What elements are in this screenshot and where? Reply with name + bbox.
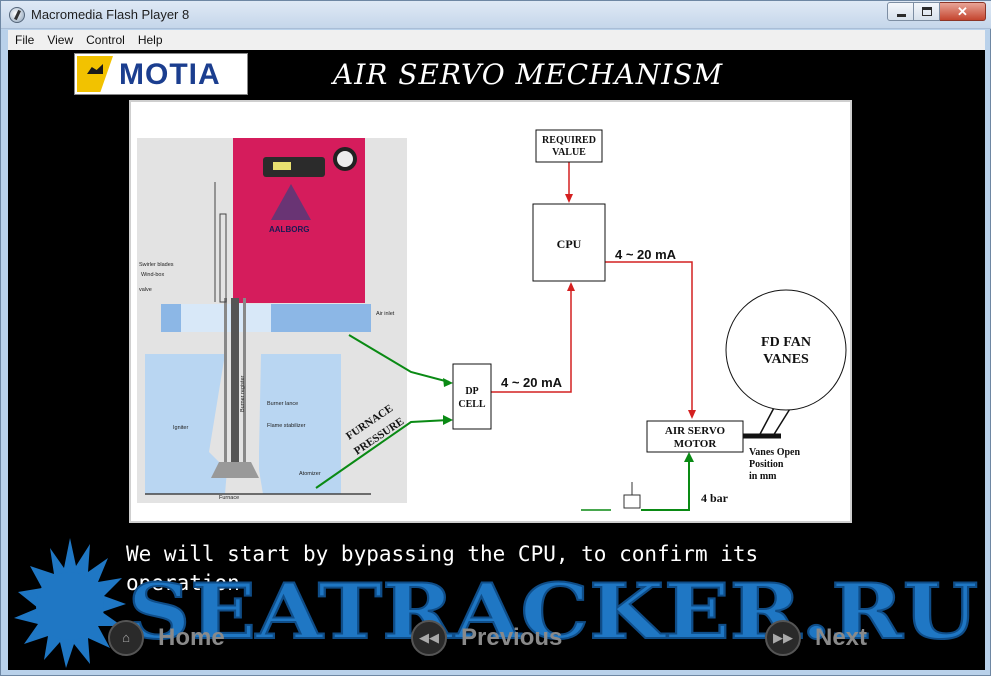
menu-control[interactable]: Control (86, 33, 125, 47)
cpu-label: CPU (557, 237, 582, 251)
previous-button[interactable]: ◀◀ Previous (411, 620, 562, 656)
fd-fan-vanes-label-1: FD FAN (761, 335, 811, 350)
diagram-svg: AALBORG Swirler blades Wind-box valve A (137, 129, 847, 511)
cpu-box (532, 203, 606, 282)
required-value-label-1: REQUIRED (542, 135, 596, 146)
vanes-open-label-3: in mm (749, 471, 777, 482)
rewind-icon: ◀◀ (411, 620, 447, 656)
label-valve: valve (139, 287, 152, 293)
dp-cell-box (452, 363, 492, 430)
dp-signal-line (491, 286, 572, 393)
dp-cell-label-2: CELL (458, 399, 486, 410)
furnace-right (259, 354, 341, 494)
cpu-output-line (605, 261, 693, 414)
window-title: Macromedia Flash Player 8 (31, 7, 190, 22)
next-label: Next (815, 624, 868, 651)
air-supply-label: 4 bar (701, 491, 729, 505)
sensing-line-windbox (348, 334, 450, 383)
burner-brand-label: AALBORG (269, 225, 309, 234)
dp-cell-label-1: DP (465, 386, 478, 397)
burner-tip (211, 462, 259, 478)
menu-view[interactable]: View (47, 33, 74, 47)
air-servo-motor-label-1: AIR SERVO (665, 425, 726, 437)
label-burner-register: Burner register (240, 375, 246, 412)
close-button[interactable]: ✕ (940, 2, 986, 21)
minimize-button[interactable] (887, 2, 914, 21)
air-servo-motor-box (646, 420, 744, 453)
motia-logo-mark-icon (77, 56, 113, 92)
air-servo-motor-label-2: MOTOR (674, 438, 718, 450)
slide-title: AIR SERVO MECHANISM (333, 58, 724, 91)
sensing-line-furnace (315, 419, 450, 489)
menu-help[interactable]: Help (137, 33, 163, 47)
fast-forward-icon: ▶▶ (765, 620, 801, 656)
label-windbox: Wind-box (141, 272, 164, 278)
air-servo-diagram: AALBORG Swirler blades Wind-box valve A (129, 100, 852, 523)
label-igniter: Igniter (173, 425, 188, 431)
vanes-open-label-2: Position (749, 459, 784, 470)
seatracker-watermark: SEATRACKER.RU (14, 538, 979, 668)
label-air-inlet: Air inlet (376, 311, 395, 317)
flash-stage[interactable]: MOTIA AIR SERVO MECHANISM AALBORG (8, 50, 985, 670)
next-button[interactable]: ▶▶ Next (765, 620, 867, 656)
vanes-open-label-1: Vanes Open (749, 447, 800, 458)
minimize-icon (897, 14, 906, 17)
sunburst-icon (14, 538, 126, 668)
aalborg-logo-mark (271, 184, 311, 220)
fd-fan-vanes-label-2: VANES (763, 352, 809, 367)
pressure-regulator-icon (623, 494, 641, 509)
watermark-text: SEATRACKER.RU (128, 567, 978, 656)
logo-text: MOTIA (119, 58, 221, 91)
home-label: Home (158, 624, 225, 651)
dp-signal-label: 4 ~ 20 mA (501, 375, 563, 390)
furnace-left (145, 354, 227, 494)
label-furnace: Furnace (219, 495, 239, 501)
fd-fan-vanes-circle (725, 289, 847, 411)
title-bar[interactable]: Macromedia Flash Player 8 ✕ (1, 1, 991, 29)
required-value-box (535, 129, 603, 163)
burner-illustration: AALBORG Swirler blades Wind-box valve A (137, 138, 407, 503)
cpu-output-signal-label: 4 ~ 20 mA (615, 247, 677, 262)
previous-label: Previous (461, 624, 563, 651)
maximize-button[interactable] (914, 2, 940, 21)
maximize-icon (922, 7, 932, 16)
air-supply-line (641, 454, 690, 511)
label-flame-stabilizer: Flame stabilizer (267, 423, 306, 429)
burner-display (263, 157, 325, 177)
menu-file[interactable]: File (15, 33, 35, 47)
label-atomizer: Atomizer (299, 471, 321, 477)
home-icon: ⌂ (108, 620, 144, 656)
close-icon: ✕ (957, 4, 968, 19)
label-swirler: Swirler blades (139, 262, 174, 268)
motia-logo: MOTIA (74, 53, 248, 95)
label-burner-lance: Burner lance (267, 401, 298, 407)
burner-lance (231, 298, 239, 468)
narration-caption: We will start by bypassing the CPU, to c… (126, 542, 759, 595)
flash-player-icon (9, 7, 25, 23)
required-value-label-2: VALUE (552, 147, 586, 158)
menu-bar: File View Control Help (8, 30, 985, 50)
home-button[interactable]: ⌂ Home (108, 620, 225, 656)
